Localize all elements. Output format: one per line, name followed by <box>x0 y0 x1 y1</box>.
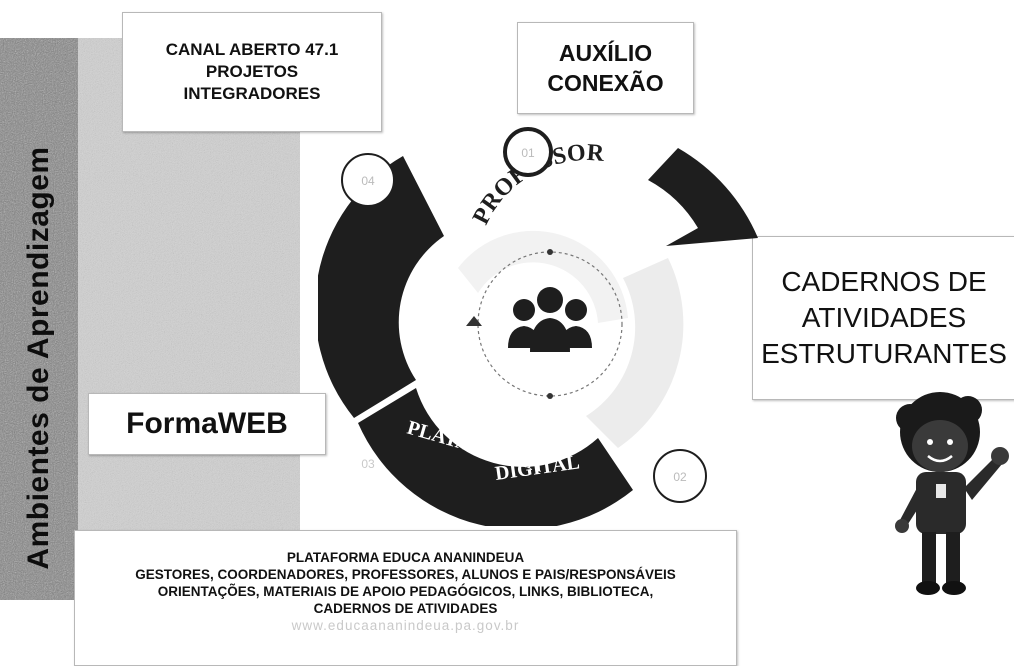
canal-line1: CANAL ABERTO 47.1 <box>165 40 339 59</box>
arrow-dot-bottom <box>547 393 553 399</box>
plataforma-line2: GESTORES, COORDENADORES, PROFESSORES, AL… <box>135 567 676 582</box>
cadernos-line2: ATIVIDADES <box>801 302 967 333</box>
canal-aberto-box: CANAL ABERTO 47.1 PROJETOS INTEGRADORES <box>122 12 382 132</box>
cadernos-box: CADERNOS DE ATIVIDADES ESTRUTURANTES <box>752 236 1014 400</box>
step-circle-left <box>341 153 395 207</box>
plataforma-educa-box: PLATAFORMA EDUCA ANANINDEUA GESTORES, CO… <box>74 530 737 666</box>
step-number-top: 01 <box>521 146 535 160</box>
cycle-diagram: PROFESSOR Televisão PLATAFORMA DIGITAL 0… <box>318 127 758 526</box>
step-number-left: 04 <box>361 174 375 188</box>
auxilio-line1: AUXÍLIO <box>558 40 653 66</box>
formaweb-label: FormaWEB <box>126 407 288 440</box>
cadernos-line1: CADERNOS DE <box>781 266 987 297</box>
segment-right-shade <box>586 258 684 448</box>
canal-line3: INTEGRADORES <box>183 84 321 103</box>
side-strip: Ambientes de Aprendizagem <box>0 38 78 600</box>
arrow-dot-top <box>547 249 553 255</box>
cadernos-line3: ESTRUTURANTES <box>761 338 1007 369</box>
step-circle-right-bottom <box>653 449 707 503</box>
arrow-head <box>466 316 482 326</box>
segment-plataforma <box>358 388 633 526</box>
segment-televisao <box>318 156 444 418</box>
auxilio-line2: CONEXÃO <box>547 70 664 96</box>
step-circle-top <box>503 127 553 177</box>
child-waving-icon <box>895 392 1009 595</box>
step-number-left-bottom: 03 <box>361 457 375 471</box>
plataforma-line1: PLATAFORMA EDUCA ANANINDEUA <box>286 550 525 565</box>
strip-label: Ambientes de Aprendizagem <box>22 146 55 570</box>
segment-inner-shade <box>458 230 628 323</box>
canal-line2: PROJETOS <box>205 62 299 81</box>
formaweb-box: FormaWEB <box>88 393 326 455</box>
plataforma-line4: CADERNOS DE ATIVIDADES <box>313 601 498 616</box>
strip-texture <box>0 38 78 600</box>
plataforma-line3: ORIENTAÇÕES, MATERIAIS DE APOIO PEDAGÓGI… <box>157 584 654 599</box>
group-of-people-icon <box>508 287 592 352</box>
segment-professor-arrow <box>648 148 758 246</box>
plataforma-link[interactable]: www.educaananindeua.pa.gov.br <box>291 618 520 633</box>
auxilio-conexao-box: AUXÍLIO CONEXÃO <box>517 22 694 114</box>
step-number-right-bottom: 02 <box>673 470 687 484</box>
